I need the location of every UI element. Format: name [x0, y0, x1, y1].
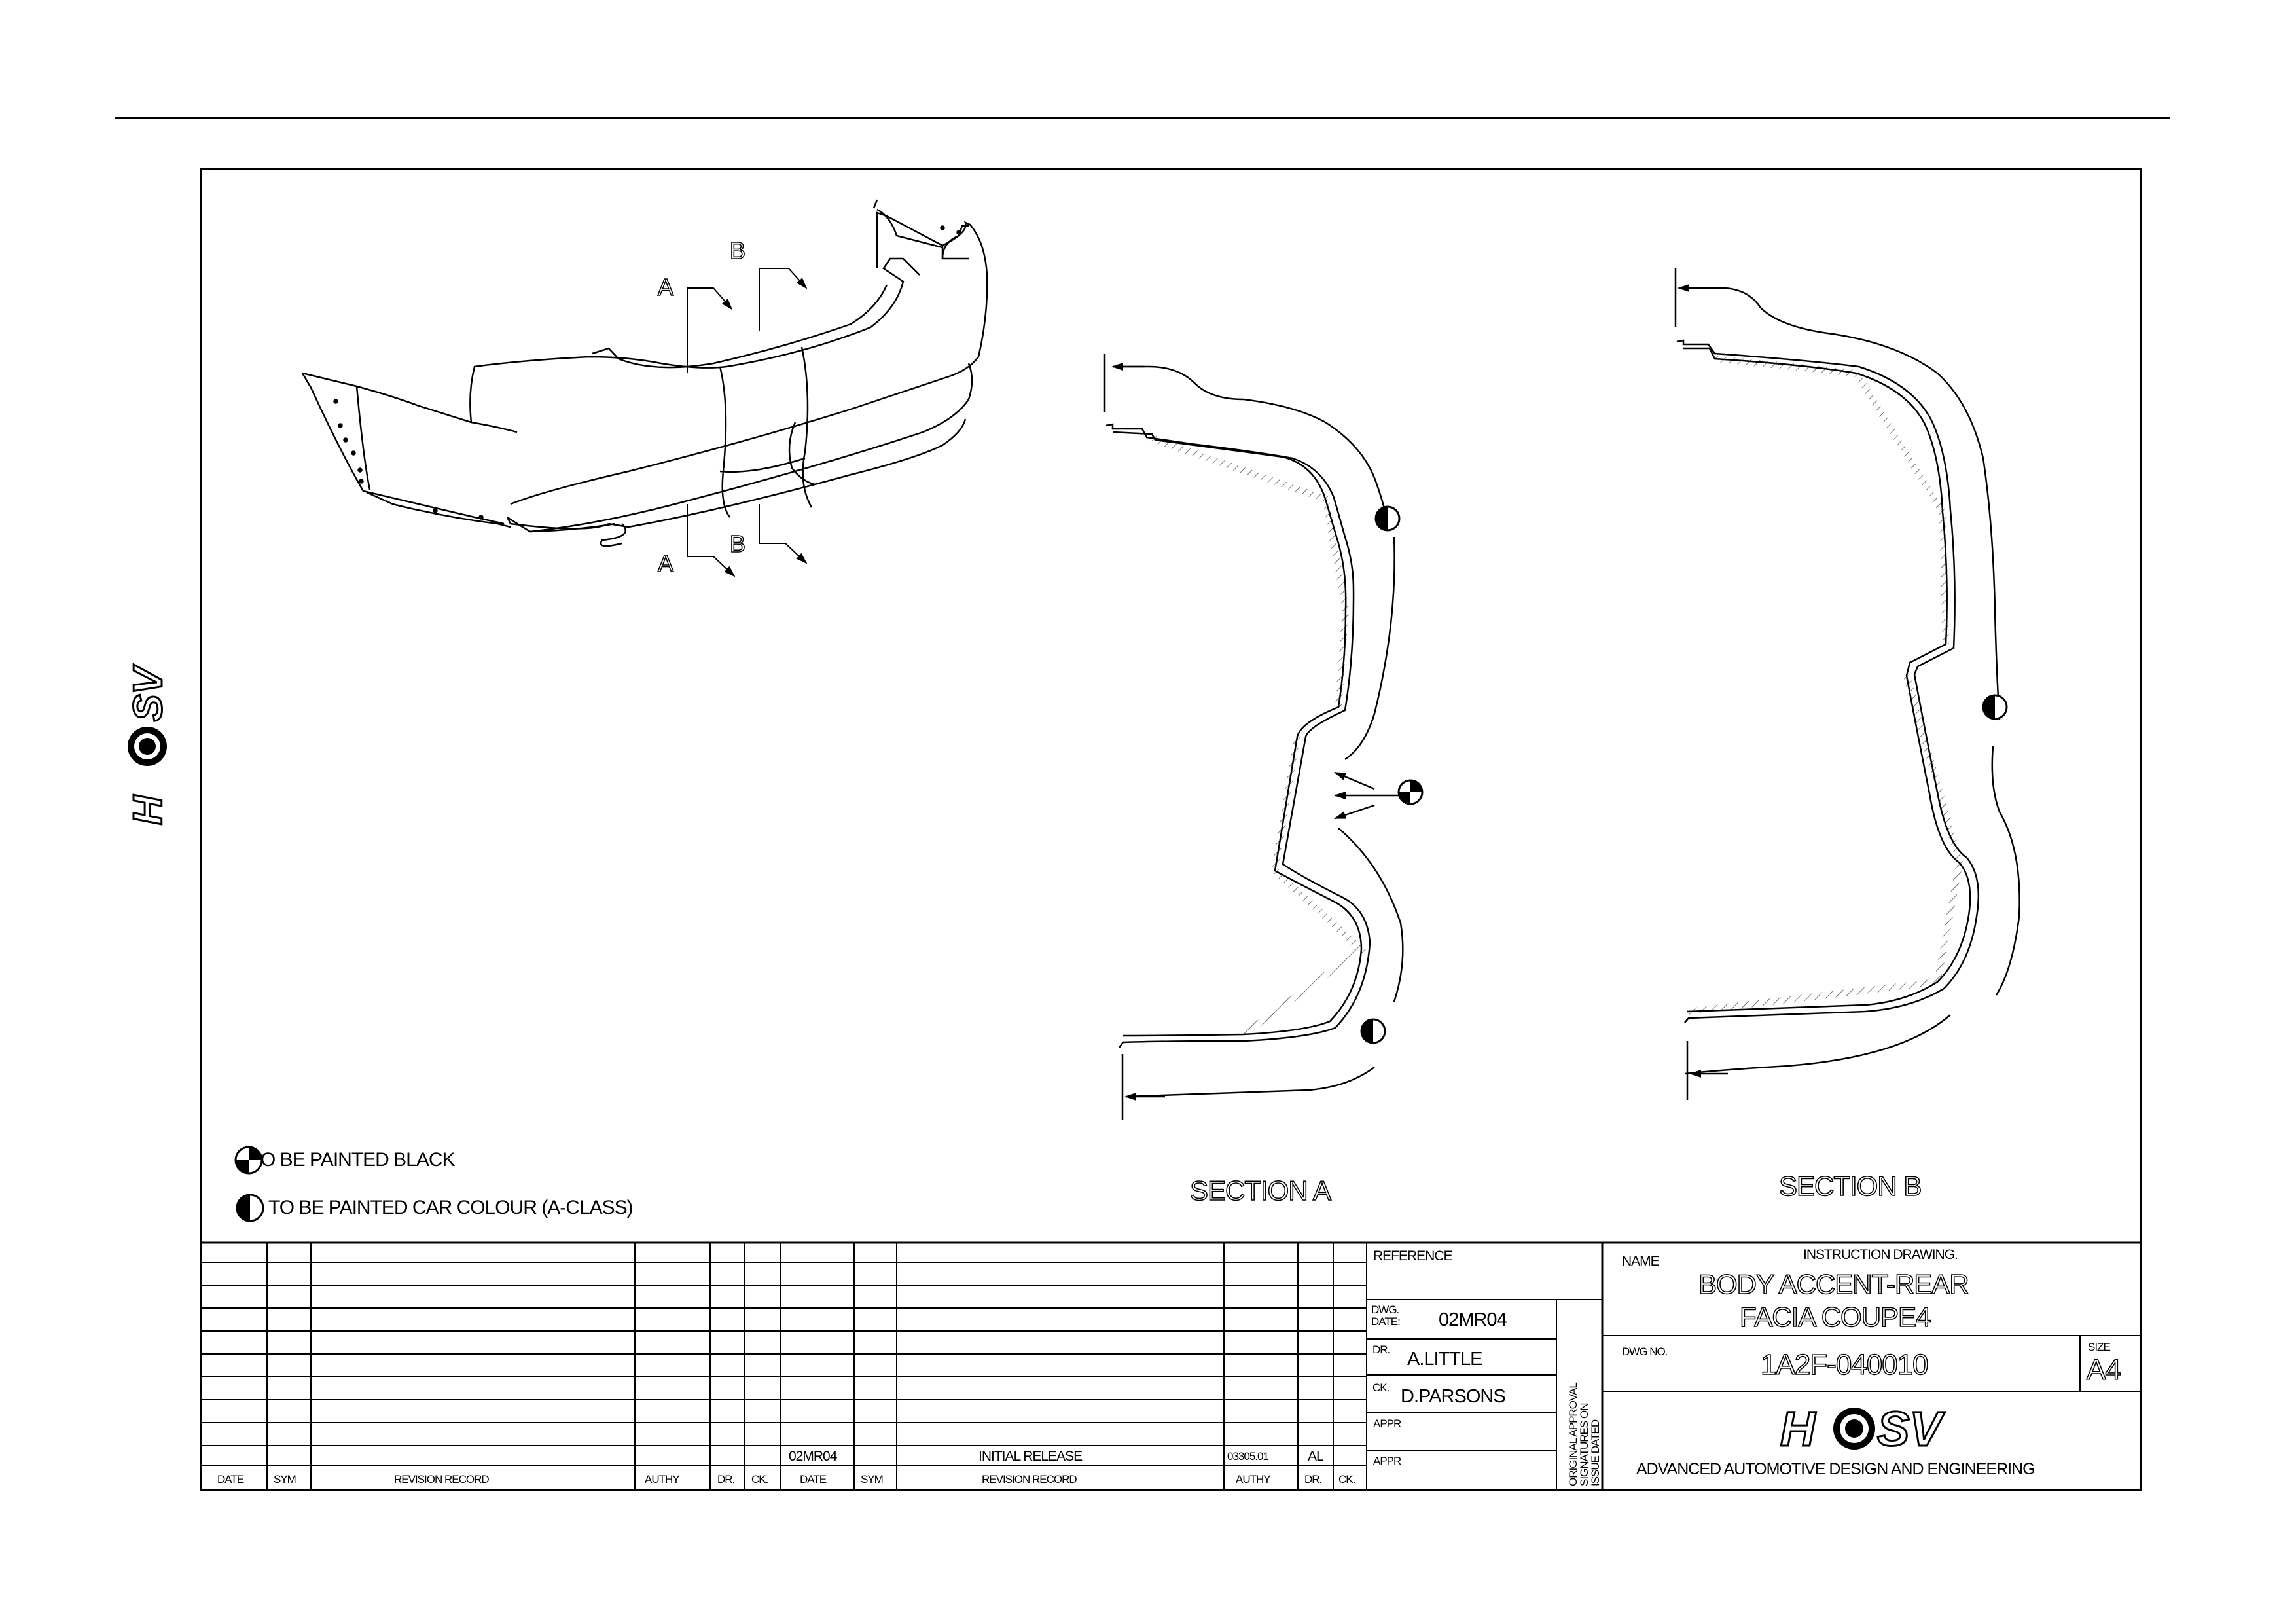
- approval-note-line-3: ISSUE DATED: [1589, 1419, 1602, 1486]
- rev-header-dr-right: DR.: [1304, 1473, 1322, 1486]
- rev-header-authy-right: AUTHY: [1236, 1473, 1271, 1486]
- company-name: ADVANCED AUTOMOTIVE DESIGN AND ENGINEERI…: [1636, 1460, 2036, 1478]
- name-label: NAME: [1622, 1254, 1660, 1269]
- cut-label-b-bottom: B: [729, 530, 746, 558]
- bumper-perspective-view: [301, 199, 988, 547]
- rev-header-ck-right: CK.: [1338, 1473, 1355, 1486]
- rev-header-sym-left: SYM: [274, 1473, 296, 1486]
- drawing-type: INSTRUCTION DRAWING.: [1803, 1247, 1958, 1262]
- svg-text:H: H: [1780, 1402, 1816, 1456]
- rev-entry-dr: AL: [1308, 1449, 1324, 1464]
- rev-entry-record: INITIAL RELEASE: [978, 1449, 1083, 1464]
- section-a-view: [1103, 354, 1404, 1120]
- top-rule: [115, 117, 2170, 119]
- svg-text:SV: SV: [126, 665, 171, 721]
- legend-car-colour-text: TO BE PAINTED CAR COLOUR (A-CLASS): [268, 1197, 634, 1218]
- title-block-grid: [200, 1241, 2142, 1491]
- drawing-frame: [200, 168, 2142, 1491]
- rev-header-dr-left: DR.: [717, 1473, 735, 1486]
- rev-header-ck-left: CK.: [751, 1473, 768, 1486]
- section-b-label: SECTION B: [1778, 1170, 1922, 1202]
- rev-header-date-left: DATE: [217, 1473, 244, 1486]
- svg-text:SV: SV: [1877, 1402, 1945, 1456]
- section-b-car-colour-symbol: [1982, 694, 2008, 720]
- dwg-date-value: 02MR04: [1439, 1309, 1507, 1330]
- rev-entry-date: 02MR04: [789, 1449, 837, 1464]
- legend-car-colour-symbol: [236, 1194, 264, 1222]
- part-name-line-1: BODY ACCENT-REAR: [1698, 1268, 1969, 1300]
- approval-note-line-2: SIGNATURES ON: [1578, 1403, 1590, 1486]
- approval-note-line-1: ORIGINAL APPROVAL: [1567, 1383, 1579, 1486]
- ck-label: CK.: [1372, 1381, 1390, 1394]
- section-a-black-paint-symbol: [1397, 779, 1424, 805]
- title-block-logo: H SV: [1780, 1401, 1946, 1457]
- reference-label: REFERENCE: [1373, 1249, 1453, 1264]
- rev-entry-authy: 03305.01: [1227, 1450, 1269, 1463]
- appr-label-2: APPR: [1373, 1455, 1401, 1467]
- rev-header-sym-right: SYM: [861, 1473, 884, 1486]
- cut-label-a-top: A: [657, 273, 674, 301]
- part-name-line-2: FACIA COUPE4: [1739, 1301, 1931, 1333]
- dr-label: DR.: [1372, 1343, 1390, 1356]
- dwg-no-label: DWG NO.: [1622, 1345, 1668, 1358]
- original-approval-note: ORIGINAL APPROVAL SIGNATURES ON ISSUE DA…: [1567, 1383, 1602, 1486]
- rev-header-date-right: DATE: [800, 1473, 827, 1486]
- section-a-car-colour-symbol-1: [1374, 505, 1401, 532]
- legend-black-symbol: [234, 1146, 263, 1175]
- section-a-car-colour-symbol-2: [1360, 1018, 1386, 1044]
- svg-text:H: H: [126, 795, 171, 825]
- side-logo: H SV: [125, 663, 172, 826]
- size-value: A4: [2086, 1353, 2121, 1387]
- cut-label-b-top: B: [729, 236, 746, 264]
- rev-header-record-left: REVISION RECORD: [394, 1473, 490, 1486]
- ck-value: D.PARSONS: [1401, 1386, 1506, 1407]
- rev-header-authy-left: AUTHY: [645, 1473, 680, 1486]
- dwg-no-value: 1A2F-040010: [1760, 1348, 1929, 1381]
- cut-label-a-bottom: A: [657, 549, 674, 577]
- size-label: SIZE: [2088, 1341, 2111, 1353]
- appr-label-1: APPR: [1373, 1417, 1401, 1430]
- section-b-view: [1674, 268, 2020, 1100]
- rev-header-record-right: REVISION RECORD: [982, 1473, 1077, 1486]
- section-a-label: SECTION A: [1189, 1175, 1332, 1207]
- dwg-date-label: DWG. DATE:: [1371, 1304, 1401, 1328]
- legend-black-text: O BE PAINTED BLACK: [260, 1149, 456, 1171]
- section-cut-markers: [687, 268, 808, 577]
- dr-value: A.LITTLE: [1407, 1349, 1482, 1370]
